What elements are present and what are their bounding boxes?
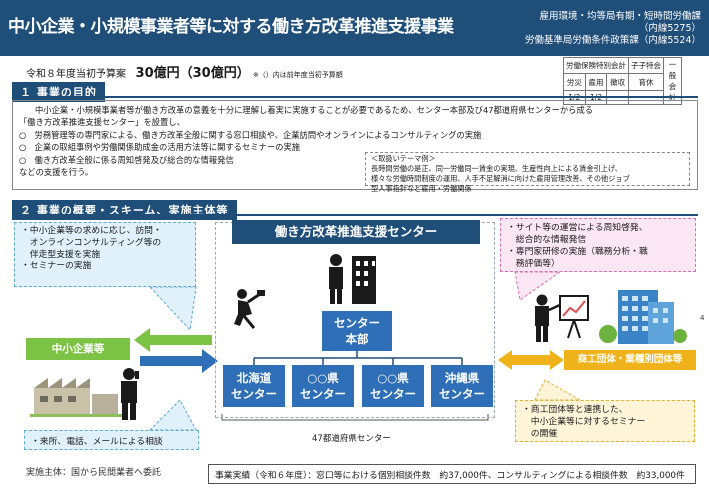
purpose-line: ○ 働き方改革全般に係る周知啓発及び総合的な情報発信 bbox=[19, 154, 234, 165]
prefecture-box: ○○県 センター bbox=[362, 365, 424, 407]
presenter-icon bbox=[535, 294, 589, 342]
purpose-line: ○ 企業の取組事例や労働関係助成金の活用方法等に関するセミナーの実施 bbox=[19, 142, 301, 153]
page-title: 中小企業・小規模事業者等に対する働き方改革推進支援事業 bbox=[8, 17, 454, 37]
sme-label: 中小企業等 bbox=[26, 338, 130, 360]
pref-label: センター bbox=[300, 387, 346, 401]
office-building-icon bbox=[599, 290, 687, 344]
pref-label: センター bbox=[439, 387, 485, 401]
purpose-line: ○ 労務管理等の専門家による、働き方改革全般に関する窓口相談や、企業訪問やオンラ… bbox=[19, 129, 482, 140]
org-label: 商工団体・業種別団体等 bbox=[564, 350, 696, 370]
left-callout: ・中小企業等の求めに応じ、訪問・ オンラインコンサルティング等の 伴走型支援を実… bbox=[14, 222, 196, 287]
right-bottom-callout: ・商工団体等と連携した、 中小企業等に対するセミナー の開催 bbox=[515, 400, 695, 442]
page-number: 4 bbox=[700, 314, 705, 322]
pref-label: センター bbox=[231, 387, 277, 401]
prefecture-box: 北海道 センター bbox=[223, 365, 285, 407]
section2-rule bbox=[12, 214, 698, 216]
left-callout-tail bbox=[148, 286, 197, 332]
dept-line-1: 雇用環境・均等局有期・短時間労働課 bbox=[539, 11, 701, 22]
section1-rule bbox=[12, 96, 698, 98]
right-callout: ・サイト等の運営による周知啓発、 総合的な情報発信 ・専門家研修の実施（職務分析… bbox=[500, 218, 696, 272]
prefecture-box: 沖縄県 センター bbox=[431, 365, 493, 407]
factory-icon bbox=[30, 378, 122, 417]
acct-cell: 育休 bbox=[628, 73, 664, 91]
budget-amount: 30億円（30億円） bbox=[135, 66, 250, 81]
arrow-org-link bbox=[498, 350, 564, 370]
purpose-line: などの支援を行う。 bbox=[19, 167, 94, 178]
arrow-to-sme bbox=[134, 328, 212, 352]
dept-line-3: 労働基準局労働条件政策課（内線5524） bbox=[524, 35, 701, 46]
staff-building-icon bbox=[329, 254, 376, 304]
hq-label-2: 本部 bbox=[345, 332, 369, 346]
pref-label: ○○県 bbox=[307, 371, 339, 385]
left-bottom-callout-tail bbox=[148, 399, 197, 431]
center-hq-box: センター 本部 bbox=[322, 311, 392, 351]
left-callout-line: ・中小企業等の求めに応じ、訪問・ bbox=[21, 226, 162, 236]
running-consultant-icon bbox=[234, 289, 265, 329]
right-callout-line: 務評価等） bbox=[507, 259, 560, 269]
right-bottom-callout-line: ・商工団体等と連携した、 bbox=[522, 405, 628, 415]
results-box: 事業実績（令和６年度）：窓口等における個別相談件数 約37,000件、コンサルテ… bbox=[208, 464, 696, 484]
theme-title: ＜取扱いテーマ例＞ bbox=[371, 154, 436, 163]
prefectures-caption: 47都道府県センター bbox=[312, 434, 391, 444]
header-bar bbox=[0, 0, 709, 56]
prefecture-box: ○○県 センター bbox=[292, 365, 354, 407]
left-callout-line: ・セミナーの実施 bbox=[21, 261, 92, 272]
right-callout-line: ・専門家研修の実施（職務分析・職 bbox=[507, 247, 648, 257]
right-callout-tail bbox=[514, 271, 562, 301]
pref-label: 沖縄県 bbox=[444, 371, 480, 385]
pref-label: センター bbox=[370, 387, 416, 401]
left-bottom-callout: ・来所、電話、メールによる相談 bbox=[24, 430, 199, 450]
arrow-from-sme bbox=[140, 349, 218, 373]
center-title: 働き方改革推進支援センター bbox=[232, 220, 480, 244]
phone-person-icon bbox=[121, 368, 139, 420]
theme-line: 様々な労働時間制度の運用、人手不足解消に向けた雇用管理改善、その他ジョブ bbox=[371, 174, 630, 183]
purpose-line: 中小企業・小規模事業者等が働き方改革の意義を十分に理解し着実に実施することが必要… bbox=[35, 105, 594, 115]
right-bottom-callout-tail bbox=[534, 379, 582, 401]
theme-example-box: ＜取扱いテーマ例＞ 長時間労働の是正、同一労働同一賃金の実現、生産性向上による賃… bbox=[365, 152, 690, 193]
right-callout-line: 総合的な情報発信 bbox=[507, 235, 587, 245]
theme-line: 型人事指針など雇用・労働関係 bbox=[371, 184, 472, 193]
budget-note: ※（）内は前年度当初予算額 bbox=[252, 71, 343, 79]
theme-line: 長時間労働の是正、同一労働同一賃金の実現、生産性向上による賃金引上げ、 bbox=[371, 164, 622, 173]
left-callout-line: 伴走型支援を実施 bbox=[21, 249, 101, 260]
purpose-box: 中小企業・小規模事業者等が働き方改革の意義を十分に理解し着実に実施することが必要… bbox=[12, 100, 698, 190]
budget-label: 令和８年度当初予算案 bbox=[26, 69, 126, 80]
left-callout-line: オンラインコンサルティング等の bbox=[21, 237, 162, 248]
pref-label: ○○県 bbox=[377, 371, 409, 385]
implementer-note: 実施主体：国から民間業者へ委託 bbox=[26, 468, 162, 478]
right-callout-line: ・サイト等の運営による周知啓発、 bbox=[507, 223, 648, 233]
dept-line-2: （内線5275） bbox=[638, 23, 701, 34]
right-bottom-callout-line: 中小企業等に対するセミナー bbox=[522, 417, 646, 427]
purpose-line: 「働き方改革推進支援センター」を設置し、 bbox=[19, 117, 185, 128]
hq-label-1: センター bbox=[334, 316, 380, 330]
budget-line: 令和８年度当初予算案 30億円（30億円） ※（）内は前年度当初予算額 bbox=[26, 62, 343, 81]
pref-label: 北海道 bbox=[236, 371, 272, 385]
right-bottom-callout-line: の開催 bbox=[522, 429, 558, 439]
